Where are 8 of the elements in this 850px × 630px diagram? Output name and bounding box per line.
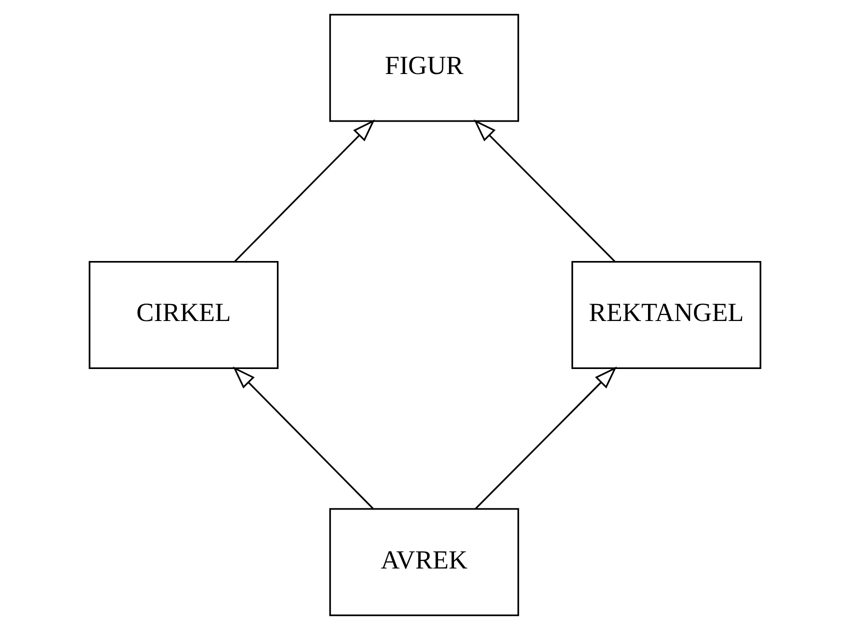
- arrow: [234, 119, 375, 262]
- node-box: CIRKEL: [88, 261, 279, 369]
- arrow: [474, 366, 617, 510]
- arrow: [474, 119, 616, 262]
- node-box: REKTANGEL: [571, 261, 762, 369]
- node-box: AVREK: [329, 508, 520, 616]
- node-box: FIGUR: [329, 14, 520, 122]
- arrow: [232, 366, 374, 510]
